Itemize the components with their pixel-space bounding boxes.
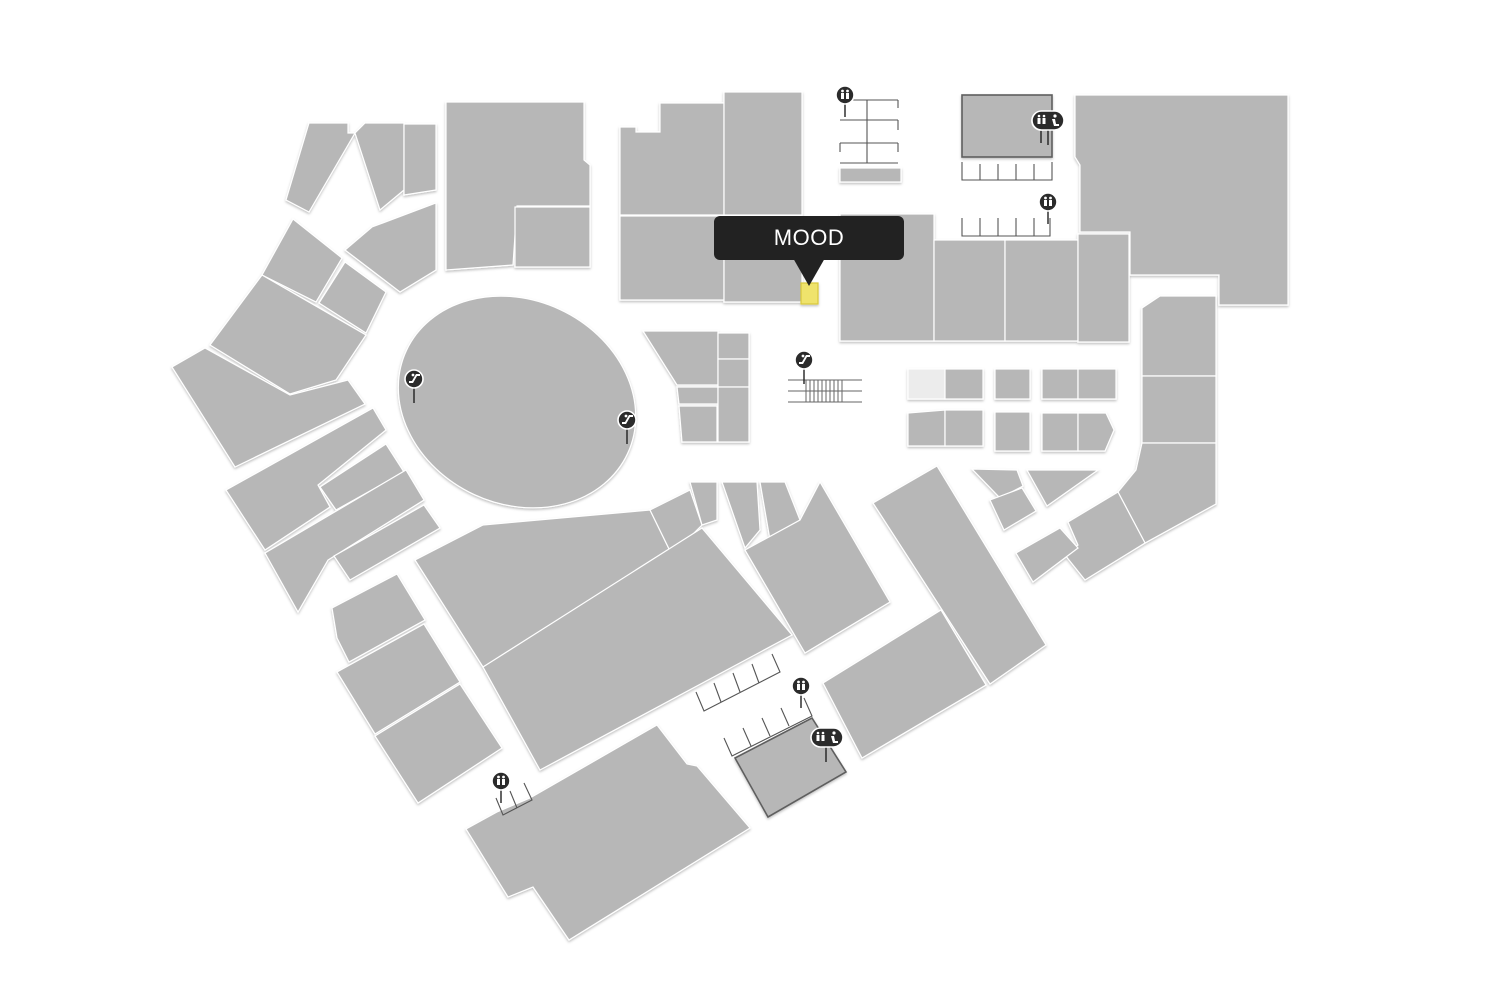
store-ec2[interactable]: [1141, 375, 1217, 444]
store-g4[interactable]: [1077, 368, 1117, 400]
escalator-icon[interactable]: [794, 350, 814, 385]
store-nc2[interactable]: [723, 91, 803, 216]
tooltip-pointer: [793, 258, 825, 286]
store-g1[interactable]: [944, 368, 984, 400]
store-e3[interactable]: [1004, 239, 1079, 342]
store-ec1[interactable]: [1141, 295, 1217, 377]
store-w6[interactable]: [318, 261, 387, 334]
accessible-restroom-icon[interactable]: [810, 727, 844, 762]
store-cs3[interactable]: [689, 481, 718, 526]
store-ec7[interactable]: [989, 487, 1037, 531]
store-sw3[interactable]: [264, 469, 425, 614]
store-ec8[interactable]: [1025, 469, 1100, 507]
store-c2[interactable]: [717, 332, 750, 360]
store-g2[interactable]: [994, 368, 1031, 400]
store-restroom-block[interactable]: [839, 167, 902, 183]
store-ec5[interactable]: [1015, 527, 1079, 583]
store-se2[interactable]: [822, 609, 987, 759]
store-se1[interactable]: [872, 465, 1047, 685]
store-g3[interactable]: [1041, 368, 1079, 400]
store-g6[interactable]: [944, 409, 984, 447]
store-c6[interactable]: [678, 405, 718, 443]
store-c3[interactable]: [717, 358, 750, 388]
store-ne-anchor[interactable]: [1074, 94, 1289, 306]
store-c4[interactable]: [676, 386, 719, 405]
store-n1[interactable]: [445, 101, 591, 271]
store-c1[interactable]: [641, 330, 719, 386]
store-sw1[interactable]: [225, 407, 387, 551]
restroom-icon[interactable]: [791, 676, 811, 709]
store-c5[interactable]: [717, 386, 750, 443]
store-cs4[interactable]: [482, 527, 793, 771]
store-sw4[interactable]: [333, 504, 441, 581]
store-ec6[interactable]: [970, 468, 1024, 499]
tooltip-label: MOOD: [773, 225, 845, 250]
store-w5[interactable]: [261, 218, 343, 303]
restroom-icon[interactable]: [491, 771, 511, 804]
restroom-stalls-top: [839, 99, 899, 164]
restroom-icon[interactable]: [835, 85, 855, 118]
store-cs5[interactable]: [721, 481, 761, 550]
store-mood[interactable]: [800, 282, 819, 305]
store-g5[interactable]: [907, 409, 946, 447]
store-name-tooltip: MOOD: [714, 216, 904, 260]
store-sw6[interactable]: [336, 623, 461, 735]
store-nc3[interactable]: [619, 215, 725, 301]
store-nc1[interactable]: [619, 102, 725, 216]
store-w8[interactable]: [171, 347, 366, 468]
store-e4[interactable]: [1077, 233, 1130, 343]
parking-icon: [495, 162, 1053, 816]
store-g8[interactable]: [1041, 412, 1079, 452]
store-sw5[interactable]: [331, 573, 426, 663]
store-g0[interactable]: [907, 368, 946, 400]
store-w4[interactable]: [344, 202, 437, 293]
store-e2[interactable]: [933, 239, 1006, 342]
store-w1[interactable]: [285, 122, 357, 213]
store-n2[interactable]: [514, 206, 591, 268]
accessible-restroom-icon[interactable]: [1031, 110, 1065, 145]
atrium-oval[interactable]: [363, 258, 670, 546]
store-g9[interactable]: [1077, 412, 1115, 452]
store-cs7[interactable]: [744, 480, 891, 654]
restroom-icon[interactable]: [1038, 192, 1058, 225]
store-w7[interactable]: [209, 274, 367, 395]
store-sw7[interactable]: [374, 683, 503, 804]
stairs-icon: [788, 379, 862, 403]
store-g7[interactable]: [994, 411, 1031, 452]
store-s1[interactable]: [465, 724, 751, 941]
store-w2[interactable]: [354, 122, 405, 212]
store-w3[interactable]: [403, 123, 437, 196]
